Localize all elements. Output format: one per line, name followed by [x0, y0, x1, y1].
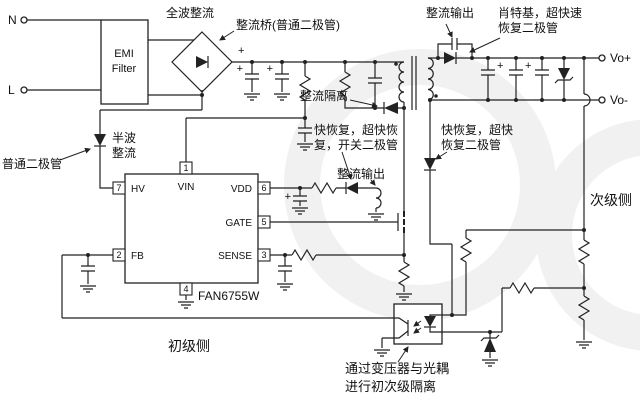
pin-gnd-number: 4	[183, 284, 188, 294]
small-capacitors	[81, 195, 307, 272]
output-schottky-diode	[444, 38, 458, 64]
watermark	[284, 49, 640, 351]
mosfet	[397, 211, 405, 233]
vo-minus-label: Vo-	[610, 93, 628, 107]
pin-fb-number: 2	[116, 250, 121, 260]
out-cap2-plus-mark: +	[525, 60, 531, 72]
vo-plus-label: Vo+	[610, 51, 631, 65]
pin-gate-name: GATE	[226, 218, 253, 229]
rect-output-top-label: 整流输出	[426, 5, 474, 20]
pin-gate-number: 5	[261, 217, 266, 227]
half-wave-diode	[94, 134, 106, 147]
pin-vin-number: 1	[183, 163, 188, 173]
pin-hv-number: 7	[116, 183, 121, 193]
out-cap1-plus-mark: +	[497, 60, 503, 72]
ordinary-diode-label: 普通二极管	[2, 156, 62, 171]
transformer	[394, 56, 438, 110]
cap1-plus-mark: +	[237, 63, 243, 75]
clamp-network	[368, 77, 398, 114]
pin-fb-name: FB	[131, 251, 144, 262]
bulk-capacitors	[245, 73, 289, 80]
secondary-side-label: 次级侧	[590, 192, 632, 208]
ic-fan6755w	[112, 161, 271, 296]
cap2-plus-mark: +	[267, 63, 273, 75]
rect-isolation-label: 整流隔离	[300, 88, 348, 103]
optocoupler	[393, 303, 443, 345]
fast-recovery-label-line2: 恢复二极管	[441, 137, 501, 152]
schottky-label-line1: 肖特基，超快速	[498, 5, 582, 20]
output-filter	[481, 68, 574, 84]
ic-part-number: FAN6755W	[198, 289, 260, 303]
half-wave-label-line1: 半波	[112, 131, 136, 145]
half-wave-label-line2: 整流	[112, 145, 136, 160]
bridge-note-label: 整流桥(普通二极管)	[236, 17, 340, 32]
terminals	[20, 16, 606, 104]
junction-dots	[86, 56, 586, 334]
fast-switch-label-line1: 快恢复，超快恢	[314, 122, 398, 137]
bridge-plus-mark: +	[238, 45, 244, 57]
pin-sense-number: 3	[261, 250, 266, 260]
schottky-label-line2: 恢复二极管	[498, 20, 558, 35]
fast-switch-label-line2: 复，开关二极管	[314, 137, 398, 152]
emi-filter-box	[100, 19, 149, 105]
aux-winding	[345, 182, 382, 209]
full-wave-label: 全波整流	[166, 5, 214, 20]
primary-side-label: 初级侧	[168, 338, 210, 354]
isolation-note-line1: 通过变压器与光耦	[345, 361, 449, 376]
pin-sense-name: SENSE	[218, 251, 252, 262]
shunt-regulator	[480, 334, 500, 352]
pin-hv-name: HV	[131, 184, 145, 195]
vdd-cap-plus-mark: +	[285, 191, 291, 203]
fast-recovery-label-line1: 快恢复，超快	[441, 122, 513, 137]
fast-recovery-diode	[424, 158, 436, 171]
isolation-note-line2: 进行初次级隔离	[345, 379, 436, 394]
bridge-rectifier	[171, 31, 233, 93]
leader-arrows	[59, 23, 501, 363]
rect-output-mid-label: 整流输出	[337, 166, 385, 181]
terminal-n-label: N	[8, 13, 17, 27]
emi-label-line2: Filter	[112, 63, 137, 75]
emi-label-line1: EMI	[114, 48, 134, 60]
pin-vdd-name: VDD	[231, 184, 252, 195]
pin-vin-name: VIN	[178, 182, 195, 193]
pin-vdd-number: 6	[261, 183, 266, 193]
terminal-l-label: L	[8, 83, 15, 97]
vin-capacitor	[298, 127, 312, 134]
